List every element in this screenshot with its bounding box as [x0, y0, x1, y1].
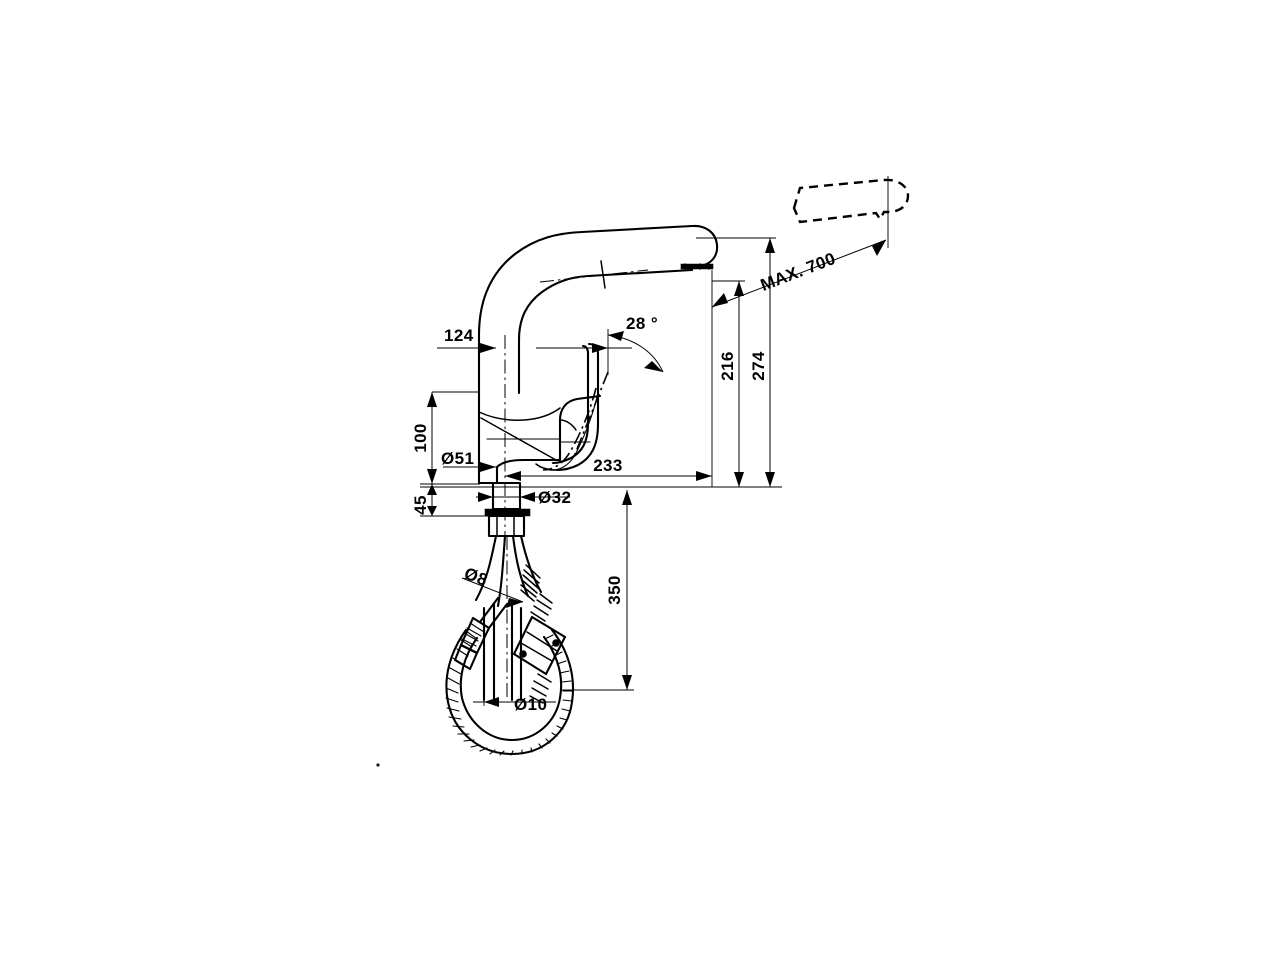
hose-weight-knurl-top [530, 593, 553, 622]
dim-28deg-label: 28 ° [626, 314, 658, 333]
dim-28deg-group: 28 ° [536, 314, 664, 375]
extended-spout-ghost [792, 176, 910, 248]
dim-124-label: 124 [444, 326, 474, 345]
lever-handle-open-ghost [542, 371, 609, 471]
dim-100-label: 100 [411, 423, 430, 453]
dim-d32-group: Ø32 [476, 488, 571, 507]
scan-artifact-dot [376, 763, 380, 767]
dim-350-label: 350 [605, 575, 624, 605]
dim-45-label: 45 [411, 495, 430, 515]
dim-100-group: 100 [411, 391, 480, 485]
hose-knurl-upper [520, 564, 541, 602]
spout-arm [477, 224, 719, 395]
dim-274-group: 274 [696, 237, 776, 487]
dim-d51-label: Ø51 [441, 449, 474, 468]
dim-233-group: 233 [505, 270, 713, 487]
dim-124-group: 124 [437, 326, 496, 353]
hose-straight-run [482, 602, 523, 702]
dim-45-group: 45 [411, 484, 492, 517]
dim-216-group: 216 [712, 280, 745, 487]
dim-d32-label: Ø32 [538, 488, 571, 507]
dim-233-label: 233 [593, 456, 623, 475]
dim-d10-group: Ø10 [473, 690, 556, 714]
dim-350-group: 350 [560, 490, 634, 691]
dim-d10-label: Ø10 [514, 695, 547, 714]
dim-274-label: 274 [749, 351, 768, 381]
supply-tails [474, 534, 543, 700]
dim-d51-group: Ø51 [441, 449, 496, 472]
dim-216-label: 216 [718, 351, 737, 381]
